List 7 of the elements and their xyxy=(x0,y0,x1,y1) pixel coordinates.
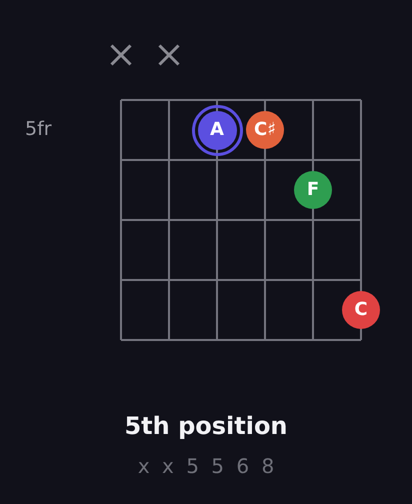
note-dot: C xyxy=(342,291,380,329)
root-note-dot: A xyxy=(192,104,242,156)
fret-sequence: x x 5 5 6 8 xyxy=(138,454,278,478)
note-dot: F xyxy=(294,171,332,209)
fret-number: 5fr xyxy=(25,118,52,140)
chord-title: 5th position xyxy=(124,412,288,440)
note-dot: C♯ xyxy=(246,111,284,149)
